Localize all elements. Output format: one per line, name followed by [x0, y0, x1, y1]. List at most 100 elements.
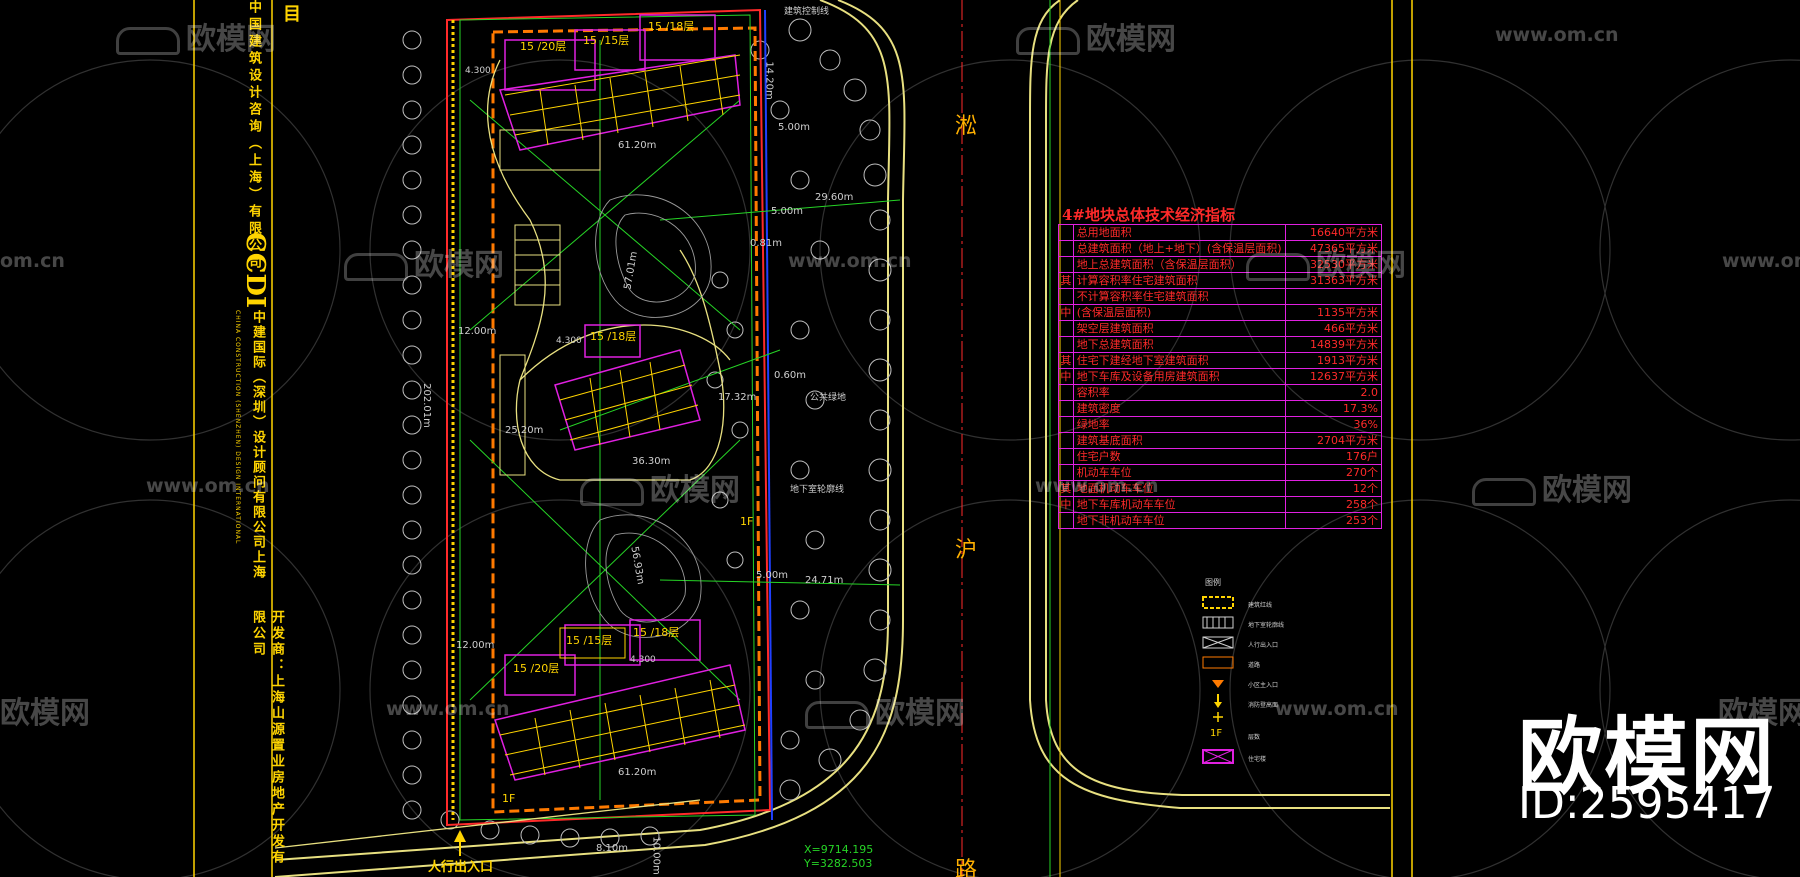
table-row: 总建筑面积（地上+地下）(含保温层面积)47365平方米	[1058, 240, 1382, 257]
building-label-south-right: 15 /18层	[633, 626, 680, 639]
row-value	[1284, 288, 1382, 305]
building-label-middle: 15 /18层	[590, 330, 637, 343]
public-green-note: 公共绿地	[810, 393, 847, 403]
row-label: 地下非机动车车位	[1072, 512, 1286, 529]
row-group-mark: 中	[1058, 304, 1074, 321]
building-label-south-left: 15 /20层	[513, 662, 560, 675]
row-label: 建筑基底面积	[1072, 432, 1286, 449]
row-value: 270个	[1284, 464, 1382, 481]
dimension-label: 5.00m	[771, 206, 804, 217]
sofa-icon	[116, 26, 180, 55]
row-group-mark	[1058, 240, 1074, 257]
dimension-label: 10.00m	[650, 836, 662, 875]
sofa-icon	[344, 252, 408, 281]
legend-label: 道路	[1248, 662, 1261, 669]
row-label: 总用地面积	[1072, 224, 1286, 241]
watermark-logo: 欧模网	[0, 696, 90, 731]
row-label: 绿地率	[1072, 416, 1286, 433]
dimension-label: 17.32m	[718, 392, 757, 403]
row-label: 地下车库及设备用房建筑面积	[1072, 368, 1286, 385]
watermark-url: www.om.cn	[146, 475, 270, 497]
row-value: 36%	[1284, 416, 1382, 433]
table-row: 不计算容积率住宅建筑面积	[1058, 288, 1382, 305]
coordinate-x: X=9714.195	[804, 843, 874, 856]
row-label: 建筑密度	[1072, 400, 1286, 417]
dimension-label: 24.71m	[805, 575, 844, 586]
road-name-char: 淞	[955, 114, 978, 139]
brand-id: ID:2595417	[1518, 778, 1776, 829]
row-value: 2.0	[1284, 384, 1382, 401]
road-name-char: 路	[955, 858, 978, 877]
building-label-north-mid: 15 /15层	[583, 34, 630, 47]
legend-label: 地下室轮廓线	[1248, 622, 1285, 629]
row-label: 不计算容积率住宅建筑面积	[1072, 288, 1286, 305]
dimension-label: 29.60m	[815, 192, 854, 203]
row-label: 容积率	[1072, 384, 1286, 401]
dimension-label: 61.20m	[618, 140, 657, 151]
sofa-icon	[805, 700, 869, 729]
row-label: (含保温层面积)	[1072, 304, 1286, 321]
watermark-url: www.om.cn	[386, 698, 510, 720]
row-group-mark	[1058, 400, 1074, 417]
row-value: 176户	[1284, 448, 1382, 465]
sofa-icon	[1016, 26, 1080, 55]
sofa-icon	[580, 477, 644, 506]
dimension-label: 0.81m	[750, 238, 783, 249]
row-label: 住宅下建经地下室建筑面积	[1072, 352, 1286, 369]
watermark-url: www.om.cn	[788, 250, 912, 272]
watermark-url: www.om.cn	[1495, 24, 1619, 46]
watermark-logo: 欧模网	[116, 14, 276, 58]
dimension-label: 14.20m	[763, 61, 775, 100]
dimension-label: 61.20m	[618, 767, 657, 778]
row-group-mark	[1058, 384, 1074, 401]
company-name-line-2: 中建国际（深圳）设计顾问有限公司上海	[250, 310, 265, 580]
row-value: 253个	[1284, 512, 1382, 529]
elevation-mark: 4.300	[630, 655, 656, 665]
coordinate-y: Y=3282.503	[804, 857, 873, 870]
floor-mark: 1F	[502, 792, 516, 805]
ccdi-logo: CCDI	[240, 232, 270, 309]
dimension-label: 8.10m	[596, 843, 629, 854]
row-value: 466平方米	[1284, 320, 1382, 337]
row-group-mark: 其	[1058, 272, 1074, 289]
watermark-url: www.om.cn	[1035, 475, 1159, 497]
watermark-logo: 欧模网	[344, 240, 504, 284]
building-label-north-top: 15 /20层	[520, 40, 567, 53]
row-group-mark	[1058, 336, 1074, 353]
watermark-url: www.om.cn	[1275, 698, 1399, 720]
dimension-label: 202.01m	[420, 383, 432, 428]
dimension-label: 12.00m	[458, 326, 497, 337]
row-group-mark: 中	[1058, 368, 1074, 385]
legend-title: 图例	[1205, 578, 1221, 587]
developer-line: 开发商：上海山源置业房地产开发有限公司	[250, 610, 284, 866]
elevation-mark: 4.300	[465, 66, 491, 76]
row-label: 地下车库机动车车位	[1072, 496, 1286, 513]
table-row: 中(含保温层面积)1135平方米	[1058, 304, 1382, 321]
row-group-mark	[1058, 224, 1074, 241]
watermark-url: om.cn	[0, 250, 65, 272]
elevation-mark: 4.300	[556, 336, 582, 346]
row-label: 地下总建筑面积	[1072, 336, 1286, 353]
row-group-mark: 中	[1058, 496, 1074, 513]
row-value: 47365平方米	[1284, 240, 1382, 257]
legend-label: 建筑红线	[1248, 602, 1273, 609]
watermark-logo: 欧模网	[1718, 696, 1800, 731]
legend-label: 层数	[1248, 734, 1261, 741]
road-name-char: 沪	[955, 538, 978, 563]
row-value: 12637平方米	[1284, 368, 1382, 385]
dimension-label: 25.20m	[505, 425, 544, 436]
row-group-mark	[1058, 320, 1074, 337]
